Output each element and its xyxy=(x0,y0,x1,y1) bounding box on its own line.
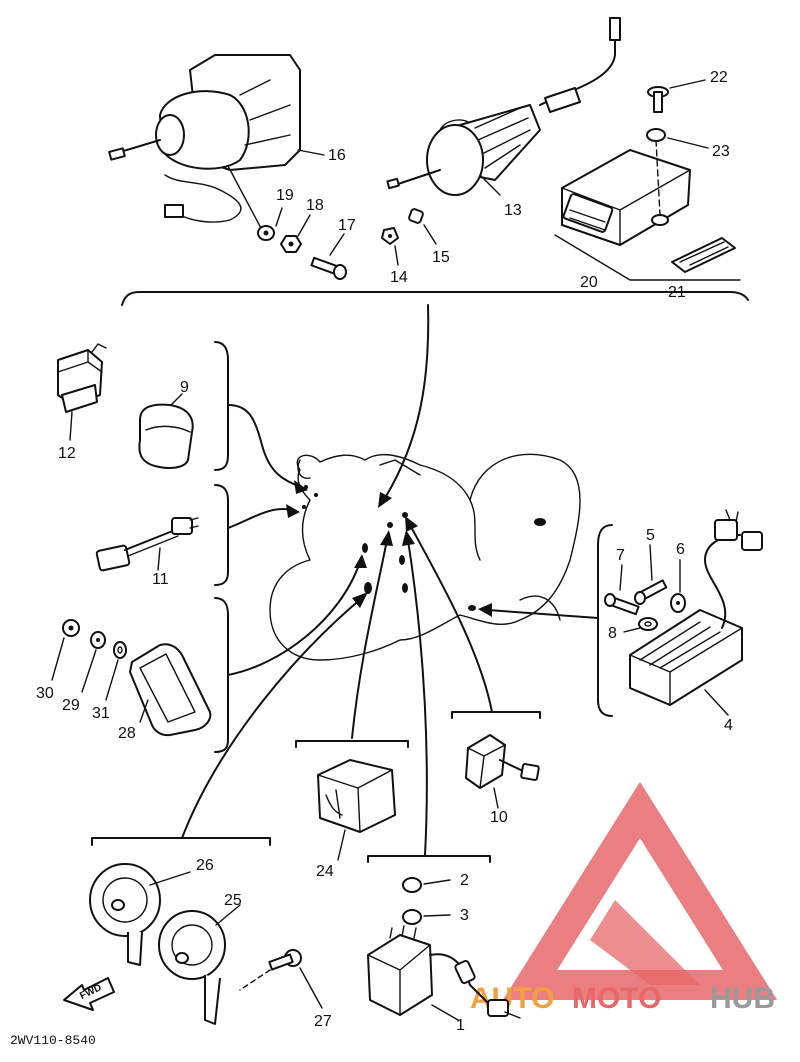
callout-3: 3 xyxy=(460,907,469,924)
part-9-flasher xyxy=(138,393,194,469)
part-24-control-unit xyxy=(317,759,396,861)
part-10-switch xyxy=(465,734,540,809)
diagram-code: 2WV110-8540 xyxy=(10,1033,96,1048)
callout-30: 30 xyxy=(36,685,54,702)
part-13-actuator xyxy=(386,17,621,196)
callout-25: 25 xyxy=(224,892,242,909)
watermark-text-hub: HUB xyxy=(710,982,775,1015)
callout-2: 2 xyxy=(460,872,469,889)
callout-26: 26 xyxy=(196,857,214,874)
bracket-group-4-8 xyxy=(597,524,613,717)
callout-10: 10 xyxy=(490,809,508,826)
frame-outline xyxy=(269,453,581,661)
part-6-nut xyxy=(670,559,686,613)
bracket-group-28-31 xyxy=(214,597,229,753)
part-11-sensor xyxy=(95,517,199,572)
callout-22: 22 xyxy=(710,69,728,86)
part-1-starter-relay xyxy=(367,925,521,1021)
watermark-text-moto: MOTO xyxy=(572,982,661,1015)
top-group-bracket xyxy=(121,291,749,306)
callout-8: 8 xyxy=(608,625,617,642)
part-3-cap xyxy=(402,909,451,925)
callout-9: 9 xyxy=(180,379,189,396)
part-12-relay xyxy=(57,343,107,441)
callout-7: 7 xyxy=(616,547,625,564)
part-30-nut xyxy=(51,619,80,681)
bracket-group-1-3 xyxy=(367,855,491,863)
part-25-horn xyxy=(158,904,241,1025)
callout-23: 23 xyxy=(712,143,730,160)
connection-arrows xyxy=(181,304,599,856)
callout-4: 4 xyxy=(724,717,733,734)
part-18-nut xyxy=(280,235,302,253)
callout-16: 16 xyxy=(328,147,346,164)
part-2-cap xyxy=(402,877,451,893)
callout-29: 29 xyxy=(62,697,80,714)
callout-5: 5 xyxy=(646,527,655,544)
callout-27: 27 xyxy=(314,1013,332,1030)
part-19-washer xyxy=(257,225,275,241)
callout-11: 11 xyxy=(152,571,169,588)
fwd-arrow-icon: FWD xyxy=(63,977,115,1011)
part-27-bolt xyxy=(239,949,323,1009)
part-22-bolt xyxy=(647,79,706,113)
bracket-group-25-27 xyxy=(91,837,271,846)
callout-15: 15 xyxy=(432,249,450,266)
part-4-rectifier xyxy=(629,509,763,716)
part-28-cover xyxy=(129,643,212,737)
part-8-washer xyxy=(623,617,658,633)
watermark-logo: AUTO MOTO HUB xyxy=(470,781,778,1015)
callout-14: 14 xyxy=(390,269,408,286)
part-5-bolt xyxy=(634,544,668,605)
bracket-group-11 xyxy=(214,484,229,586)
part-17-bolt xyxy=(310,256,347,280)
callout-12: 12 xyxy=(58,445,76,462)
part-21-ic-chip xyxy=(671,237,736,273)
part-31-washer xyxy=(105,641,127,701)
callout-28: 28 xyxy=(118,725,136,742)
callout-19: 19 xyxy=(276,187,294,204)
part-14-nut xyxy=(381,227,399,245)
part-29-washer xyxy=(81,631,106,693)
callout-31: 31 xyxy=(92,705,110,722)
part-15-washer xyxy=(408,208,424,224)
part-26-horn xyxy=(89,863,191,966)
callout-6: 6 xyxy=(676,541,685,558)
part-16-servo-motor xyxy=(108,54,301,231)
callout-24: 24 xyxy=(316,863,334,880)
callout-13: 13 xyxy=(504,202,522,219)
bracket-group-24 xyxy=(295,740,409,748)
callout-20: 20 xyxy=(580,274,598,291)
part-20-ecu-unit xyxy=(554,139,741,281)
bracket-group-9-12 xyxy=(214,341,229,471)
callout-labels: 1 2 3 4 5 6 7 8 9 10 11 12 13 14 15 16 1… xyxy=(36,69,733,1034)
callout-1: 1 xyxy=(456,1017,465,1034)
part-23-grommet xyxy=(646,128,709,149)
callout-18: 18 xyxy=(306,197,324,214)
part-7-bolt xyxy=(604,564,640,616)
bracket-group-10 xyxy=(451,711,541,719)
callout-17: 17 xyxy=(338,217,356,234)
callout-21: 21 xyxy=(668,284,686,301)
